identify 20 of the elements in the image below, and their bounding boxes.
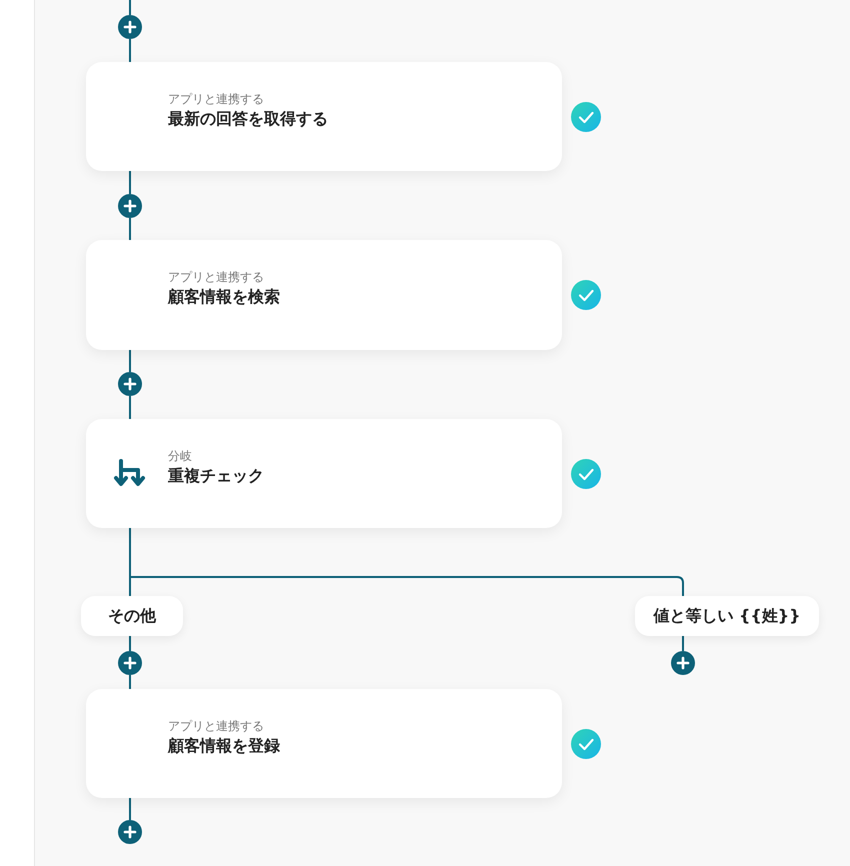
connector-line xyxy=(129,798,131,820)
step-type-label: アプリと連携する xyxy=(168,90,264,108)
step-type-label: 分岐 xyxy=(168,448,192,464)
step-type-label: アプリと連携する xyxy=(168,718,264,734)
connector-line xyxy=(129,171,131,194)
step-title: 顧客情報を登録 xyxy=(168,736,280,756)
condition-tag: その他 xyxy=(81,596,183,636)
connector-line xyxy=(682,636,684,651)
connector-line xyxy=(129,675,131,689)
connector-line xyxy=(129,39,131,62)
step-title: 最新の回答を取得する xyxy=(168,108,328,130)
connector-line xyxy=(129,218,131,240)
connector-line xyxy=(129,350,131,372)
step-title: 顧客情報を検索 xyxy=(168,287,280,308)
connector-line xyxy=(129,0,131,15)
step-type-label: アプリと連携する xyxy=(168,269,264,286)
condition-tag: 値と等しい {{姓}} xyxy=(635,596,819,636)
step-title: 重複チェック xyxy=(168,466,264,486)
connector-line xyxy=(129,636,131,651)
connector-line xyxy=(129,396,131,419)
